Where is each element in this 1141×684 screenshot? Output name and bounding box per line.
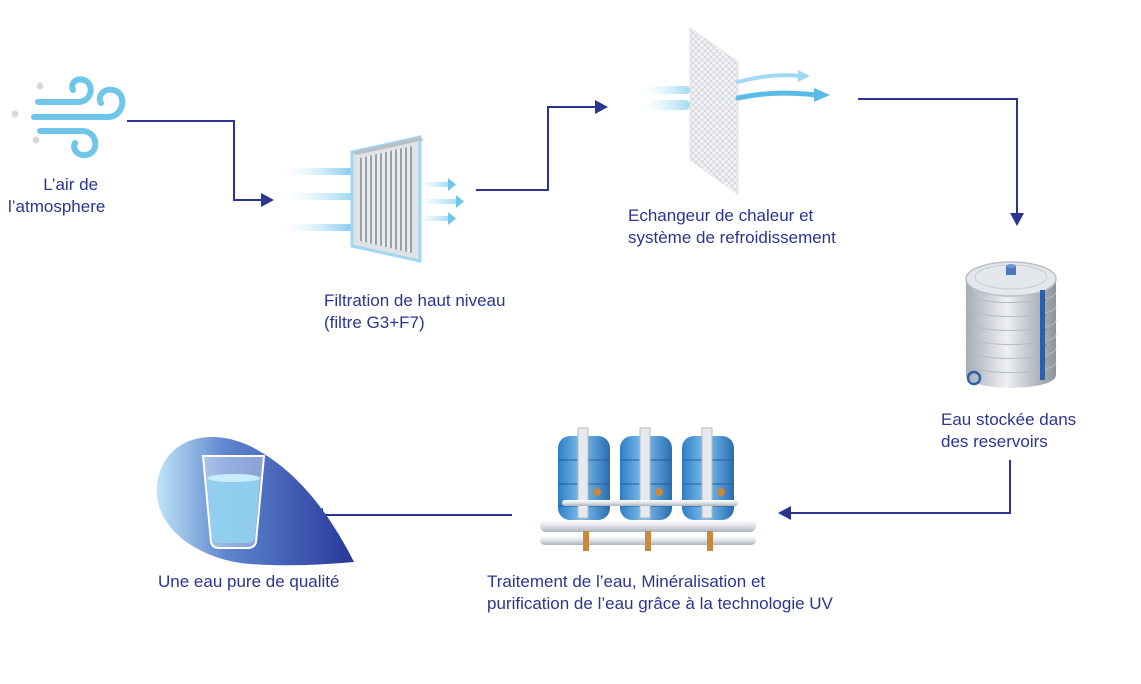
treatment-tanks-icon	[540, 427, 756, 551]
step-filtration-label-line1: Filtration de haut niveau	[324, 291, 506, 310]
step-exchanger-label-line1: Echangeur de chaleur et	[628, 206, 814, 225]
wind-icon	[11, 76, 126, 159]
step-filtration-label: Filtration de haut niveau (filtre G3+F7)	[324, 290, 505, 334]
step-treatment-label: Traitement de l’eau, Minéralisation et p…	[487, 571, 833, 615]
step-result-label: Une eau pure de qualité	[158, 571, 339, 593]
connector-filter-to-exchanger	[476, 100, 608, 191]
step-air-label-line2: l’atmosphere	[8, 197, 106, 216]
step-air-label-line1: L’air de	[43, 175, 99, 194]
step-air-label: L’air de l’atmosphere	[8, 174, 105, 218]
connector-treatment-to-result	[310, 508, 512, 522]
step-result-label-line1: Une eau pure de qualité	[158, 572, 340, 591]
step-exchanger-label: Echangeur de chaleur et système de refro…	[628, 205, 836, 249]
step-storage-label-line2: des reservoirs	[941, 432, 1048, 451]
step-treatment-label-line1: Traitement de l’eau, Minéralisation et	[487, 572, 766, 591]
step-storage-label-line1: Eau stockée dans	[941, 410, 1077, 429]
water-glass-icon	[156, 436, 354, 566]
connector-exchanger-to-tank	[858, 98, 1024, 226]
water-tank-icon	[965, 261, 1057, 388]
step-exchanger-label-line2: système de refroidissement	[628, 228, 836, 247]
step-filtration-label-line2: (filtre G3+F7)	[324, 313, 425, 332]
step-storage-label: Eau stockée dans des reservoirs	[941, 409, 1076, 453]
air-filter-icon	[284, 135, 464, 263]
connector-tank-to-treatment	[778, 460, 1011, 520]
heat-exchanger-icon	[648, 27, 830, 195]
step-treatment-label-line2: purification de l’eau grâce à la technol…	[487, 594, 833, 613]
connector-air-to-filter	[127, 120, 274, 207]
